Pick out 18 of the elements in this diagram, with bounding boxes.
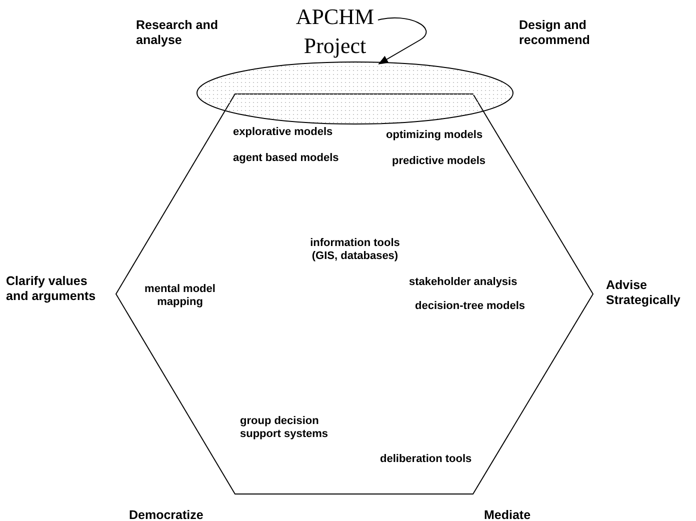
text-label: explorative models xyxy=(233,126,334,140)
text-label: predictive models xyxy=(392,155,487,168)
text-label: stakeholder analysis xyxy=(409,276,518,290)
text-label: agent based models xyxy=(233,152,340,166)
text-label: decision-tree models xyxy=(415,300,526,314)
text-label: information tools (GIS, databases) xyxy=(309,237,401,264)
text-label: optimizing models xyxy=(386,129,484,142)
text-label: Design and recommend xyxy=(519,18,591,48)
text-label: Advise Strategically xyxy=(606,278,682,308)
text-label: deliberation tools xyxy=(380,453,473,466)
text-label: Democratize xyxy=(129,508,204,521)
text-label: Clarify values and arguments xyxy=(6,274,97,304)
project-title: APCHM Project xyxy=(294,3,376,60)
text-label: mental model mapping xyxy=(144,283,216,310)
curved-arrow xyxy=(378,17,427,64)
text-label: Mediate xyxy=(484,508,532,521)
text-label: Research and analyse xyxy=(136,18,219,48)
text-label: group decision support systems xyxy=(240,415,330,442)
